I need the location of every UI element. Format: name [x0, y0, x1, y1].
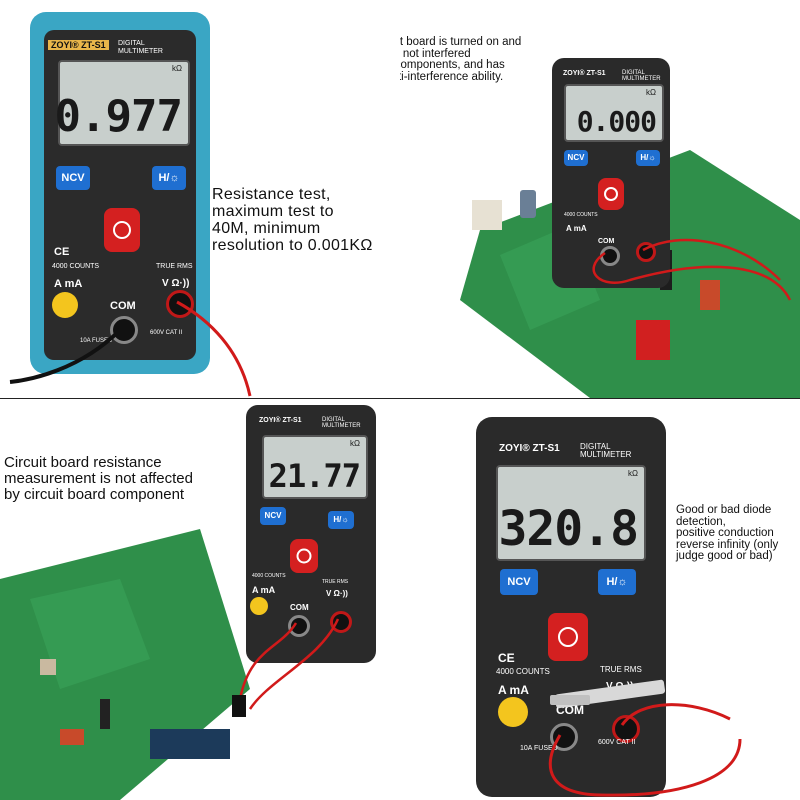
panel-resistance-test: ZOYI® ZT-S1 DIGITAL MULTIMETER kΩ 0.977 …	[0, 0, 400, 398]
power-button[interactable]	[290, 539, 318, 573]
meter-type-label: DIGITAL MULTIMETER	[118, 40, 163, 55]
com-jack[interactable]	[288, 615, 310, 637]
meter-type-label: DIGITAL MULTIMETER	[322, 417, 361, 429]
ncv-button[interactable]: NCV	[564, 150, 588, 166]
lcd-reading: 320.8	[498, 501, 639, 557]
lcd-reading: 21.77	[268, 457, 361, 495]
a-ma-label: A mA	[54, 278, 83, 290]
v-ohm-label: V Ω·))	[162, 278, 190, 289]
com-jack[interactable]	[550, 723, 578, 751]
caption-circuit-board-resistance: Circuit board resistance measurement is …	[4, 454, 193, 503]
counts-label: 4000 COUNTS	[252, 573, 286, 579]
caption-diode-detection: Good or bad diode detection, positive co…	[676, 504, 779, 562]
ce-mark: CE	[54, 246, 70, 258]
caption-circuit-board-on: The circuit board is turned on and off, …	[400, 36, 522, 83]
lcd-unit: kΩ	[628, 469, 638, 478]
power-icon	[296, 548, 312, 564]
fused-label: 10A FUSED	[520, 745, 558, 752]
lcd-display: kΩ 21.77	[262, 435, 368, 499]
ncv-button[interactable]: NCV	[56, 166, 90, 190]
com-label: COM	[290, 603, 309, 612]
hold-button[interactable]: H/☼	[598, 569, 636, 595]
lcd-display: kΩ 0.000	[564, 84, 664, 142]
power-icon	[113, 221, 131, 239]
hold-button[interactable]: H/☼	[328, 511, 354, 529]
probe-wires	[549, 679, 742, 797]
hold-button[interactable]: H/☼	[152, 166, 186, 190]
warning-sticker	[498, 697, 528, 727]
meter-type-label: DIGITAL MULTIMETER	[622, 70, 661, 82]
brand-label: ZOYI® ZT-S1	[499, 443, 560, 454]
panel-divider	[0, 398, 800, 399]
counts-label: 4000 COUNTS	[496, 667, 550, 676]
com-label: COM	[598, 238, 615, 245]
true-rms-label: TRUE RMS	[156, 263, 193, 270]
v-ohm-jack[interactable]	[612, 715, 640, 743]
meter-type-label: DIGITAL MULTIMETER	[580, 442, 632, 459]
panel-circuit-board-resistance: ZOYI® ZT-S1 DIGITAL MULTIMETER kΩ 21.77 …	[0, 399, 400, 800]
power-icon	[604, 187, 618, 201]
brand-label: ZOYI® ZT-S1	[48, 40, 109, 50]
lcd-display: kΩ 320.8	[496, 465, 646, 561]
power-button[interactable]	[104, 208, 140, 252]
warning-sticker	[250, 597, 268, 615]
power-icon	[558, 627, 578, 647]
cat-label: 600V CAT II	[598, 739, 636, 746]
probe-wires	[592, 238, 792, 301]
lcd-display: kΩ 0.977	[54, 60, 190, 146]
lcd-unit: kΩ	[646, 88, 656, 97]
v-ohm-jack[interactable]	[330, 611, 352, 633]
circuit-board	[0, 529, 250, 800]
v-ohm-label: V Ω·))	[326, 589, 348, 598]
counts-label: 4000 COUNTS	[52, 263, 100, 270]
power-button[interactable]	[598, 178, 624, 210]
true-rms-label: TRUE RMS	[600, 665, 642, 674]
lcd-reading: 0.000	[576, 105, 657, 138]
a-ma-label: A mA	[252, 585, 276, 595]
panel-circuit-board-on: ZOYI® ZT-S1 DIGITAL MULTIMETER kΩ 0.000 …	[400, 0, 800, 398]
com-jack[interactable]	[110, 316, 138, 344]
power-button[interactable]	[548, 613, 588, 661]
lcd-unit: kΩ	[350, 439, 360, 448]
lcd-unit: kΩ	[172, 64, 182, 73]
lcd-reading: 0.977	[54, 91, 183, 142]
cat-label: 600V CAT II	[150, 330, 183, 336]
hold-button[interactable]: H/☼	[636, 150, 660, 166]
probe-wires	[9, 300, 252, 397]
ncv-button[interactable]: NCV	[260, 507, 286, 525]
caption-resistance-test: Resistance test, maximum test to 40M, mi…	[212, 186, 373, 254]
warning-sticker	[52, 292, 78, 318]
counts-label: 4000 COUNTS	[564, 212, 598, 218]
a-ma-label: A mA	[566, 224, 587, 233]
ce-mark: CE	[498, 651, 515, 665]
brand-label: ZOYI® ZT-S1	[563, 70, 606, 77]
v-ohm-jack[interactable]	[166, 290, 194, 318]
fused-label: 10A FUSED	[80, 338, 113, 344]
com-label: COM	[110, 300, 136, 312]
a-ma-label: A mA	[498, 683, 529, 697]
true-rms-label: TRUE RMS	[322, 579, 349, 585]
brand-label: ZOYI® ZT-S1	[259, 417, 302, 424]
probe-wires	[232, 618, 340, 717]
panel-diode-detection: ZOYI® ZT-S1 DIGITAL MULTIMETER kΩ 320.8 …	[400, 399, 800, 800]
ncv-button[interactable]: NCV	[500, 569, 538, 595]
